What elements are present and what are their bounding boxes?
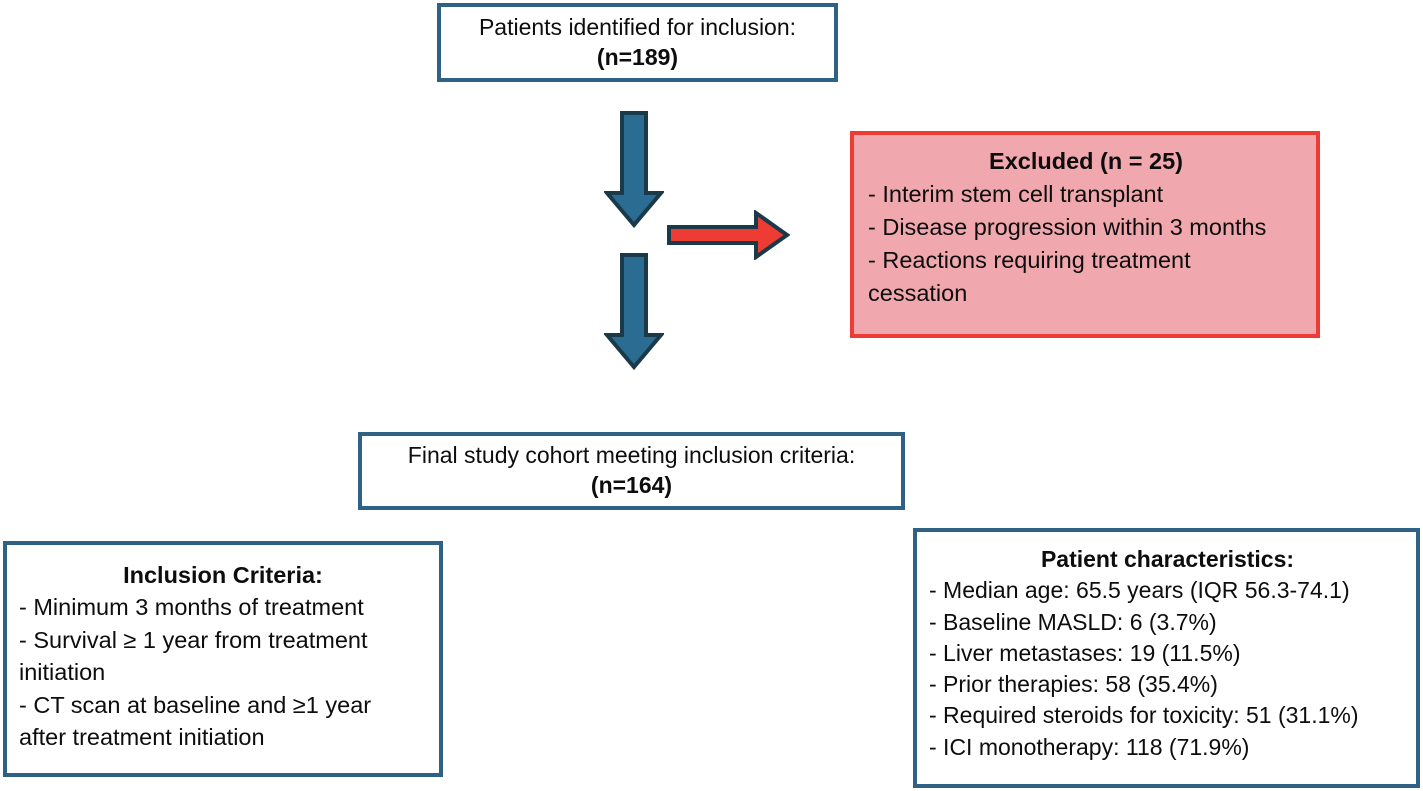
characteristic-ici-monotherapy: - ICI monotherapy: 118 (71.9%): [929, 733, 1250, 760]
inclusion-criteria-heading: Inclusion Criteria:: [123, 562, 323, 588]
patient-characteristics-heading: Patient characteristics:: [1040, 546, 1295, 572]
patients-identified-count: (n=189): [596, 43, 679, 70]
arrow-down-icon: [604, 110, 664, 228]
final-cohort-count: (n=164): [590, 472, 673, 498]
inclusion-criterion-2: - Survival ≥ 1 year from treatment: [19, 626, 368, 653]
excluded-reason-3: - Reactions requiring treatment: [868, 246, 1191, 273]
characteristic-liver-metastases: - Liver metastases: 19 (11.5%): [929, 639, 1241, 666]
node-final-study-cohort: Final study cohort meeting inclusion cri…: [358, 432, 905, 510]
inclusion-criterion-2-cont: initiation: [19, 659, 106, 686]
inclusion-criterion-3: - CT scan at baseline and ≥1 year: [19, 691, 372, 718]
node-patient-characteristics: Patient characteristics: - Median age: 6…: [913, 528, 1420, 788]
patients-identified-line-1: Patients identified for inclusion:: [478, 13, 797, 40]
inclusion-criterion-1: - Minimum 3 months of treatment: [19, 594, 364, 621]
excluded-reason-1: - Interim stem cell transplant: [868, 180, 1164, 207]
arrow-right-icon: [666, 210, 790, 260]
excluded-reason-2: - Disease progression within 3 months: [868, 213, 1267, 240]
characteristic-required-steroids: - Required steroids for toxicity: 51 (31…: [929, 702, 1359, 729]
node-patients-identified: Patients identified for inclusion: (n=18…: [437, 3, 838, 82]
node-inclusion-criteria: Inclusion Criteria: - Minimum 3 months o…: [3, 541, 443, 777]
arrow-down-icon: [604, 252, 664, 370]
excluded-heading: Excluded (n = 25): [989, 148, 1183, 174]
inclusion-criterion-3-cont: after treatment initiation: [19, 724, 265, 751]
excluded-reason-3-cont: cessation: [868, 279, 968, 306]
characteristic-prior-therapies: - Prior therapies: 58 (35.4%): [929, 671, 1218, 698]
node-excluded: Excluded (n = 25) - Interim stem cell tr…: [850, 131, 1320, 338]
final-cohort-line-1: Final study cohort meeting inclusion cri…: [407, 442, 856, 469]
characteristic-baseline-masld: - Baseline MASLD: 6 (3.7%): [929, 608, 1217, 635]
characteristic-median-age: - Median age: 65.5 years (IQR 56.3-74.1): [929, 577, 1350, 604]
